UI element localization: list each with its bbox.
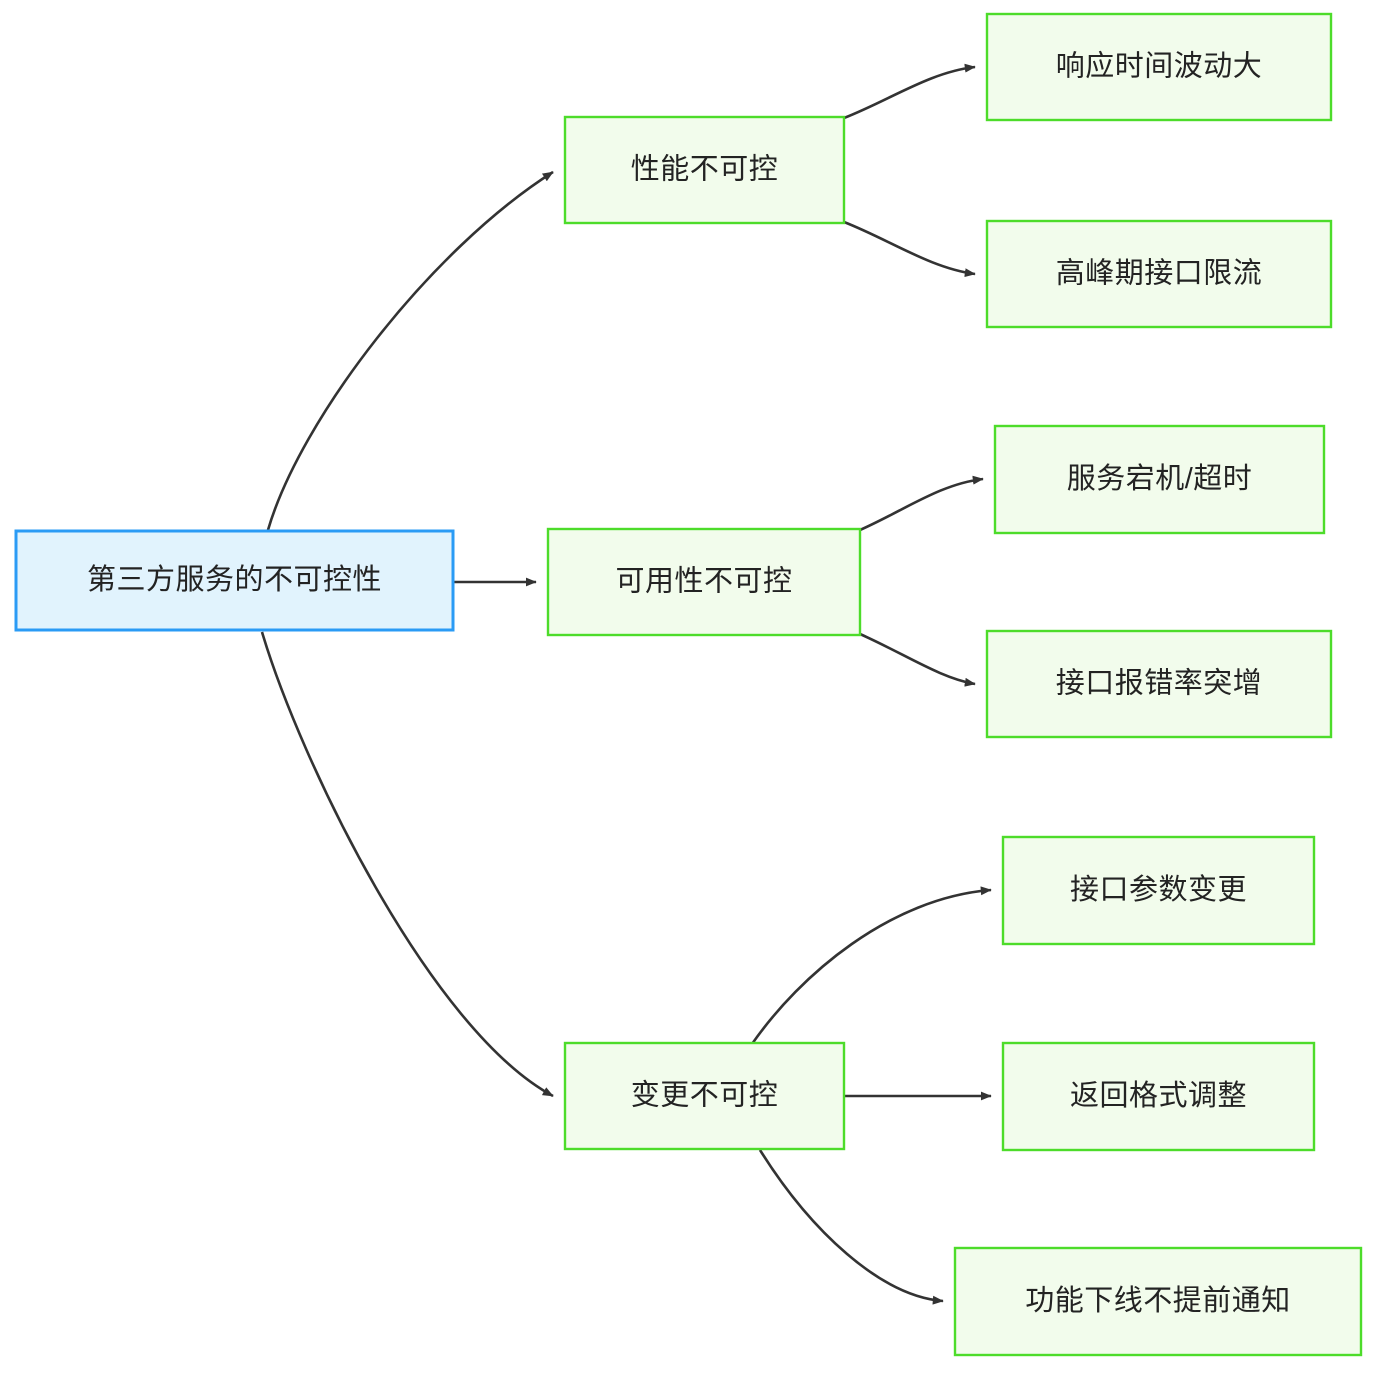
node-l6[interactable]: 返回格式调整 [1001, 1041, 1316, 1152]
node-box-l2[interactable] [985, 219, 1333, 329]
node-box-chg[interactable] [563, 1041, 846, 1151]
node-avail[interactable]: 可用性不可控 [546, 527, 862, 637]
node-box-l6[interactable] [1001, 1041, 1316, 1152]
node-label-perf: 性能不可控 [631, 153, 779, 186]
node-l1[interactable]: 响应时间波动大 [985, 12, 1333, 122]
node-box-root[interactable] [14, 529, 455, 632]
node-label-root: 第三方服务的不可控性 [87, 563, 382, 596]
node-l5[interactable]: 接口参数变更 [1001, 835, 1316, 946]
node-label-chg: 变更不可控 [631, 1079, 779, 1112]
node-label-l5: 接口参数变更 [1070, 873, 1247, 906]
node-box-l7[interactable] [953, 1246, 1363, 1357]
node-label-l7: 功能下线不提前通知 [1025, 1284, 1291, 1317]
node-l3[interactable]: 服务宕机/超时 [993, 424, 1326, 535]
node-label-l1: 响应时间波动大 [1056, 50, 1263, 83]
node-l2[interactable]: 高峰期接口限流 [985, 219, 1333, 329]
node-label-l3: 服务宕机/超时 [1067, 462, 1253, 495]
edges-layer [260, 63, 992, 1305]
node-l4[interactable]: 接口报错率突增 [985, 629, 1333, 739]
edge-perf-to-l1 [843, 63, 976, 120]
node-box-perf[interactable] [563, 115, 846, 225]
node-label-l2: 高峰期接口限流 [1056, 257, 1263, 290]
edge-chg-to-l7 [758, 1149, 944, 1305]
edge-avail-to-l4 [859, 632, 976, 687]
node-l7[interactable]: 功能下线不提前通知 [953, 1246, 1363, 1357]
edge-perf-to-l2 [843, 220, 976, 278]
edge-chg-to-l5 [750, 886, 992, 1045]
node-label-avail: 可用性不可控 [615, 565, 792, 598]
node-box-l1[interactable] [985, 12, 1333, 122]
node-box-l5[interactable] [1001, 835, 1316, 946]
node-root[interactable]: 第三方服务的不可控性 [14, 529, 455, 632]
edge-root-to-chg [260, 631, 554, 1098]
node-perf[interactable]: 性能不可控 [563, 115, 846, 225]
edge-root-to-perf [266, 170, 554, 531]
node-box-avail[interactable] [546, 527, 862, 637]
node-label-l6: 返回格式调整 [1070, 1079, 1247, 1112]
edge-avail-to-l3 [859, 475, 984, 532]
node-box-l4[interactable] [985, 629, 1333, 739]
node-box-l3[interactable] [993, 424, 1326, 535]
node-chg[interactable]: 变更不可控 [563, 1041, 846, 1151]
node-label-l4: 接口报错率突增 [1056, 667, 1263, 700]
